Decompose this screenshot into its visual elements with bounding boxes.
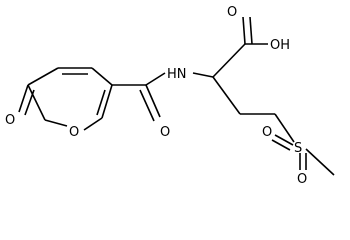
nh-label: HN <box>167 67 187 82</box>
bond-camide-o <box>145 84 161 118</box>
ring-carbonyl-o-label: O <box>5 113 15 128</box>
sulfur-label: S <box>294 141 302 156</box>
sulfonyl-o1-label: O <box>262 125 272 140</box>
bond-c2-o-exo-inner <box>24 89 35 116</box>
bond-camide-o-inner <box>139 89 155 122</box>
bond-s-ch3 <box>305 148 335 176</box>
bond-calpha-ccooh <box>212 43 246 78</box>
bond-ccooh-o-inner <box>249 16 253 45</box>
bond-c2-c3 <box>27 67 59 86</box>
bond-c6-o1 <box>83 117 103 131</box>
bond-calpha-cbeta <box>212 76 241 115</box>
bond-c5-c6 <box>101 84 113 119</box>
bond-c4-c5 <box>91 67 113 86</box>
bond-o1-c2 <box>44 119 68 127</box>
bond-camide-n <box>145 72 166 86</box>
bond-c2-ring <box>27 84 46 121</box>
sulfonyl-o2-label: O <box>297 172 307 184</box>
bond-cgamma-s <box>274 113 295 143</box>
ring-o-label: O <box>69 125 79 140</box>
structure-canvas: O O O HN O OH S O O <box>5 5 335 184</box>
bond-c5-c6-inner <box>96 89 106 116</box>
acid-oh-label: OH <box>270 38 290 53</box>
bond-n-calpha <box>192 72 214 78</box>
bond-s-o1 <box>274 134 294 146</box>
amide-o-label: O <box>160 125 170 140</box>
bond-ccooh-o <box>242 16 246 45</box>
bond-c2-o-exo <box>18 84 29 113</box>
molecule-diagram: O O O HN O OH S O O <box>5 5 335 184</box>
bond-s-o1-inner <box>271 139 291 151</box>
acid-o-label: O <box>227 5 237 20</box>
